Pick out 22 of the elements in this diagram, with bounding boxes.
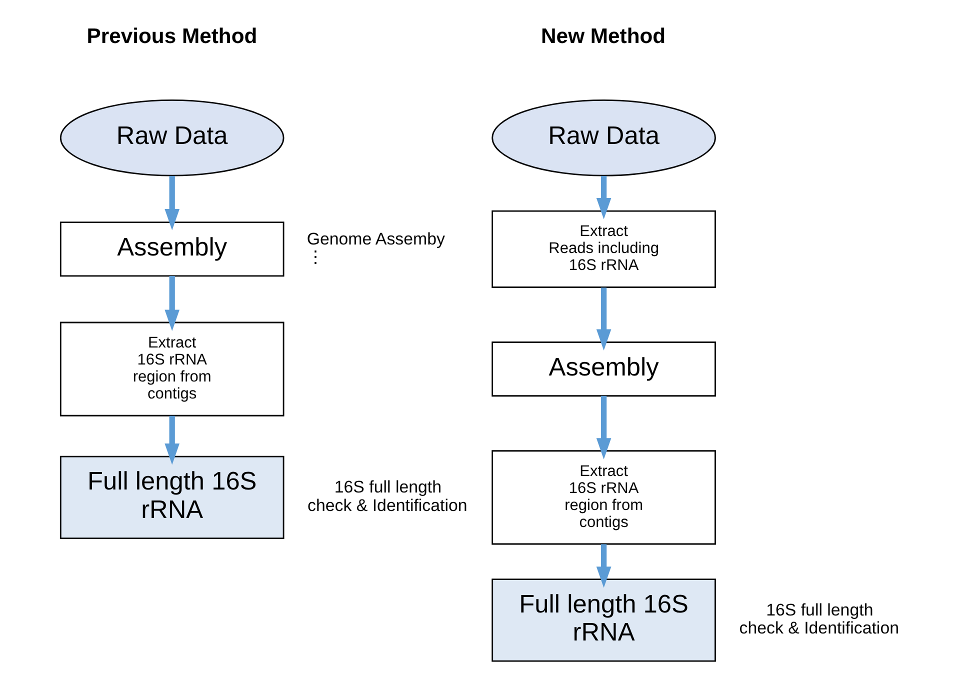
node-label: ⋮ (306, 248, 324, 267)
node-box: Full length 16S rRNA (492, 578, 716, 662)
node-box: Extract 16S rRNA region from contigs (492, 450, 716, 545)
arrow (596, 396, 612, 460)
node-box: Extract Reads including 16S rRNA (492, 210, 716, 288)
arrow (596, 544, 612, 588)
node-label: 16S full length check & Identification (739, 600, 900, 638)
node-box: Full length 16S rRNA (60, 456, 284, 540)
arrow (164, 416, 180, 465)
label: Previous Method (86, 24, 258, 48)
node-ellipse: Raw Data (492, 99, 716, 176)
arrow (596, 288, 612, 350)
arrow (164, 276, 180, 331)
node-label: Genome Assemby (306, 229, 445, 248)
node-label: 16S full length check & Identification (308, 478, 468, 515)
node-box: Assembly (60, 222, 284, 277)
node-box: Assembly (492, 342, 716, 397)
node-box: Extract 16S rRNA region from contigs (60, 322, 284, 416)
node-ellipse: Raw Data (60, 99, 284, 176)
arrow (596, 176, 612, 220)
arrow (164, 176, 180, 230)
label: New Method (541, 24, 666, 48)
